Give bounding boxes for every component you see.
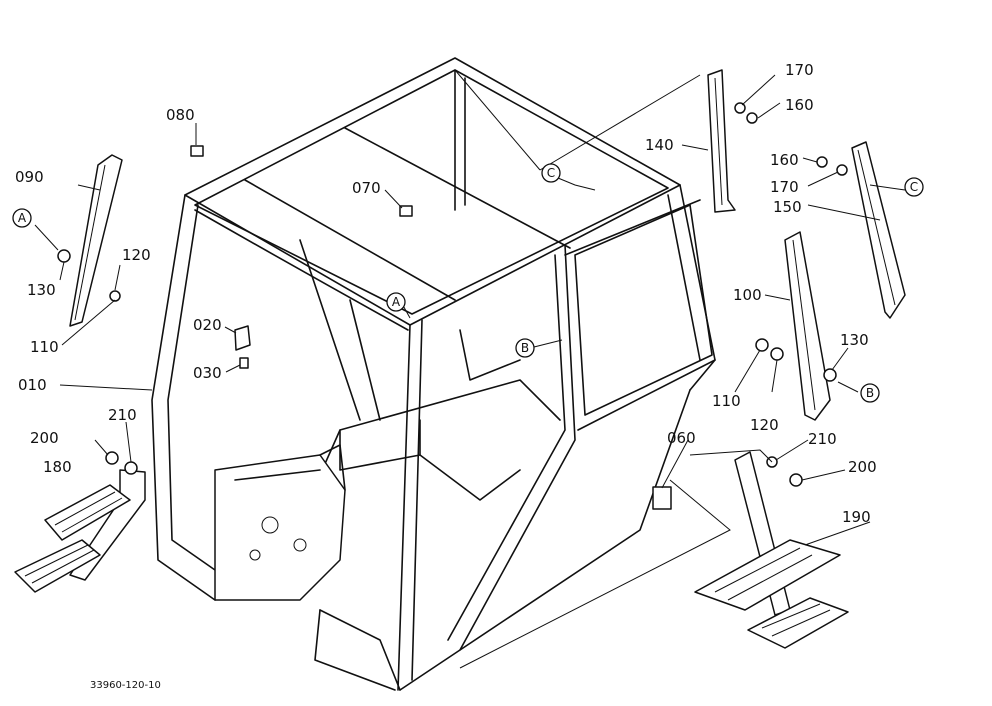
marker-a-left: A — [12, 208, 32, 228]
callout-labels: 010 020 030 060 070 080 090 100 110 110 … — [15, 61, 877, 526]
svg-text:A: A — [18, 211, 27, 225]
part-060-shape — [652, 486, 672, 510]
callout-110-left: 110 — [30, 338, 59, 356]
callout-090: 090 — [15, 168, 44, 186]
part-070-shape — [399, 205, 413, 217]
part-170-mid-shape — [836, 164, 848, 176]
callout-200-right: 200 — [848, 458, 877, 476]
callout-180: 180 — [43, 458, 72, 476]
callout-140: 140 — [645, 136, 674, 154]
part-170-top-shape — [734, 102, 746, 114]
callout-170-mid: 170 — [770, 178, 799, 196]
right-bracket-100 — [784, 231, 831, 421]
callout-170-top: 170 — [785, 61, 814, 79]
callout-030: 030 — [193, 364, 222, 382]
part-030-shape — [239, 357, 249, 369]
part-020-shape — [234, 325, 251, 351]
callout-010: 010 — [18, 376, 47, 394]
marker-c-right: C — [904, 177, 924, 197]
callout-080: 080 — [166, 106, 195, 124]
callout-150: 150 — [773, 198, 802, 216]
marker-c-center: C — [541, 163, 561, 183]
callout-200-left: 200 — [30, 429, 59, 447]
small-parts — [57, 102, 848, 510]
callout-070: 070 — [352, 179, 381, 197]
pillar-140 — [707, 69, 736, 213]
svg-text:C: C — [910, 180, 918, 194]
drawing-reference-code: 33960-120-10 — [90, 680, 161, 691]
callout-210-right: 210 — [808, 430, 837, 448]
callout-190: 190 — [842, 508, 871, 526]
callout-120-left: 120 — [122, 246, 151, 264]
callout-100: 100 — [733, 286, 762, 304]
leader-lines — [34, 69, 906, 669]
part-160-mid-shape — [816, 156, 828, 168]
callout-060: 060 — [667, 429, 696, 447]
part-130-left-shape — [57, 249, 71, 263]
callout-120-right: 120 — [750, 416, 779, 434]
part-210-left-shape — [124, 461, 138, 475]
part-120-left-shape — [109, 290, 121, 302]
callout-210-left: 210 — [108, 406, 137, 424]
marker-b-center: B — [515, 338, 535, 358]
svg-text:B: B — [866, 386, 874, 400]
callout-160-mid: 160 — [770, 151, 799, 169]
pillar-150 — [851, 141, 906, 319]
marker-a-center: A — [386, 292, 406, 312]
svg-text:C: C — [547, 166, 555, 180]
callout-160-top: 160 — [785, 96, 814, 114]
part-110-right-shape — [755, 338, 769, 352]
svg-text:A: A — [392, 295, 401, 309]
left-step-180 — [14, 469, 146, 593]
marker-b-right: B — [860, 383, 880, 403]
part-080-shape — [190, 145, 204, 157]
part-130-right-shape — [823, 368, 837, 382]
callout-020: 020 — [193, 316, 222, 334]
right-step-190 — [694, 451, 849, 649]
left-bracket-090 — [69, 154, 123, 327]
part-200-left-shape — [105, 451, 119, 465]
part-160-top-shape — [746, 112, 758, 124]
callout-130-right: 130 — [840, 331, 869, 349]
part-120-right-shape — [770, 347, 784, 361]
callout-110-right: 110 — [712, 392, 741, 410]
part-200-right-shape — [789, 473, 803, 487]
callout-130-left: 130 — [27, 281, 56, 299]
svg-text:B: B — [521, 341, 529, 355]
reference-markers: A A B B C C — [12, 163, 924, 403]
cabin-frame — [151, 57, 716, 691]
